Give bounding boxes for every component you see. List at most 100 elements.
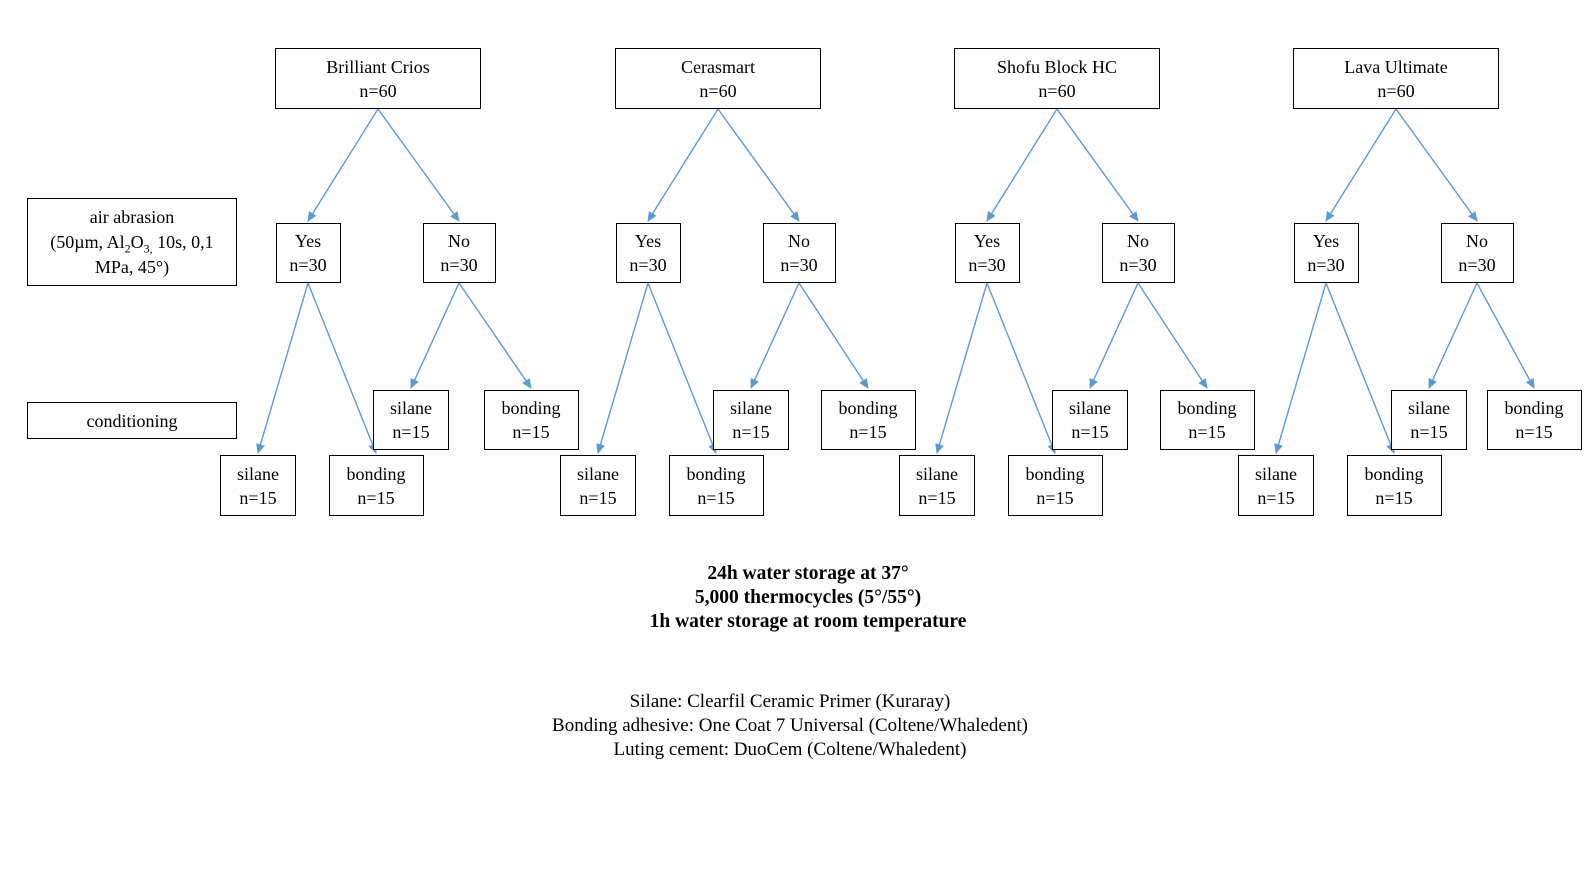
- box-count: n=15: [579, 487, 617, 508]
- storage-note-line: 24h water storage at 37°: [707, 563, 909, 584]
- conditioning-label: conditioning: [86, 410, 178, 431]
- box-count: n=30: [440, 255, 478, 275]
- flow-arrow: [1089, 282, 1139, 389]
- box-count: n=30: [289, 255, 327, 275]
- box-label: bonding: [346, 463, 406, 484]
- box-count: n=15: [1515, 422, 1553, 442]
- box-label: Yes: [973, 231, 1001, 251]
- box-count: n=15: [1071, 422, 1109, 442]
- flow-arrow: [307, 108, 379, 222]
- storage-note: 24h water storage at 37° 5,000 thermocyc…: [258, 562, 1358, 634]
- box-label: Lava Ultimate: [1344, 56, 1448, 77]
- materials-note-line: Silane: Clearfil Ceramic Primer (Kuraray…: [629, 691, 951, 712]
- box-count: n=15: [1410, 422, 1448, 442]
- box-label: bonding: [1025, 463, 1085, 484]
- box-label: bonding: [1504, 398, 1564, 418]
- box-count: n=15: [918, 487, 956, 508]
- air-abrasion-line1: air abrasion: [89, 206, 175, 227]
- air-abrasion-no-box: No n=30: [422, 223, 496, 283]
- box-label: silane: [916, 463, 958, 484]
- flow-arrow: [986, 282, 1056, 454]
- box-count: n=60: [1038, 80, 1076, 101]
- silane-leaf-box: silane n=15: [560, 455, 636, 516]
- flow-arrow: [256, 282, 309, 454]
- box-label: silane: [577, 463, 619, 484]
- materials-note: Silane: Clearfil Ceramic Primer (Kuraray…: [240, 690, 1340, 762]
- box-count: n=60: [359, 80, 397, 101]
- box-label: Yes: [294, 231, 322, 251]
- air-abrasion-yes-box: Yes n=30: [275, 223, 341, 283]
- box-count: n=15: [1375, 487, 1413, 508]
- box-label: Yes: [634, 231, 662, 251]
- air-abrasion-no-box: No n=30: [1101, 223, 1175, 283]
- box-count: n=15: [392, 422, 430, 442]
- air-abrasion-line2: (50µm, Al2O3, 10s, 0,1: [50, 231, 214, 256]
- flow-arrow: [647, 108, 719, 222]
- materials-note-line: Luting cement: DuoCem (Coltene/Whaledent…: [613, 739, 967, 760]
- box-count: n=60: [699, 80, 737, 101]
- flow-arrow: [458, 282, 532, 389]
- box-label: silane: [1255, 463, 1297, 484]
- material-box: Brilliant Crios n=60: [275, 48, 481, 109]
- flow-arrow: [1325, 282, 1395, 454]
- storage-note-line: 1h water storage at room temperature: [649, 611, 967, 632]
- flow-arrow: [798, 282, 869, 389]
- flow-arrow: [1428, 282, 1478, 389]
- silane-leaf-box: silane n=15: [1052, 390, 1128, 450]
- box-label: bonding: [1364, 463, 1424, 484]
- flow-arrow: [1325, 108, 1397, 222]
- flow-arrow: [647, 282, 717, 454]
- material-box: Shofu Block HC n=60: [954, 48, 1160, 109]
- box-label: silane: [1408, 398, 1450, 418]
- box-count: n=15: [1036, 487, 1074, 508]
- box-count: n=15: [1257, 487, 1295, 508]
- box-count: n=30: [780, 255, 818, 275]
- flow-arrow: [986, 108, 1058, 222]
- flow-arrow: [750, 282, 800, 389]
- flow-arrow: [377, 108, 460, 222]
- materials-note-line: Bonding adhesive: One Coat 7 Universal (…: [552, 715, 1028, 736]
- box-count: n=15: [849, 422, 887, 442]
- box-count: n=30: [1307, 255, 1345, 275]
- box-label: Shofu Block HC: [996, 56, 1117, 77]
- air-abrasion-line3: MPa, 45°): [94, 256, 170, 277]
- box-count: n=15: [697, 487, 735, 508]
- bonding-leaf-box: bonding n=15: [1486, 390, 1582, 450]
- box-count: n=15: [239, 487, 277, 508]
- silane-leaf-box: silane n=15: [1238, 455, 1314, 516]
- box-count: n=15: [732, 422, 770, 442]
- box-label: No: [1127, 231, 1149, 251]
- box-label: silane: [390, 398, 432, 418]
- box-label: No: [1466, 231, 1488, 251]
- flow-arrow: [1476, 282, 1535, 389]
- flow-arrow: [1137, 282, 1208, 389]
- silane-leaf-box: silane n=15: [899, 455, 975, 516]
- flow-arrow: [410, 282, 460, 389]
- box-count: n=30: [1119, 255, 1157, 275]
- box-label: Brilliant Crios: [326, 56, 430, 77]
- silane-leaf-box: silane n=15: [373, 390, 449, 450]
- air-abrasion-label-box: air abrasion (50µm, Al2O3, 10s, 0,1 MPa,…: [27, 198, 237, 286]
- conditioning-label-box: conditioning: [27, 402, 237, 439]
- box-label: bonding: [686, 463, 746, 484]
- box-label: Cerasmart: [681, 56, 755, 77]
- box-label: No: [448, 231, 470, 251]
- silane-leaf-box: silane n=15: [1391, 390, 1467, 450]
- bonding-leaf-box: bonding n=15: [668, 455, 764, 516]
- box-count: n=60: [1377, 80, 1415, 101]
- bonding-leaf-box: bonding n=15: [1007, 455, 1103, 516]
- box-count: n=15: [1188, 422, 1226, 442]
- box-label: silane: [1069, 398, 1111, 418]
- box-count: n=15: [512, 422, 550, 442]
